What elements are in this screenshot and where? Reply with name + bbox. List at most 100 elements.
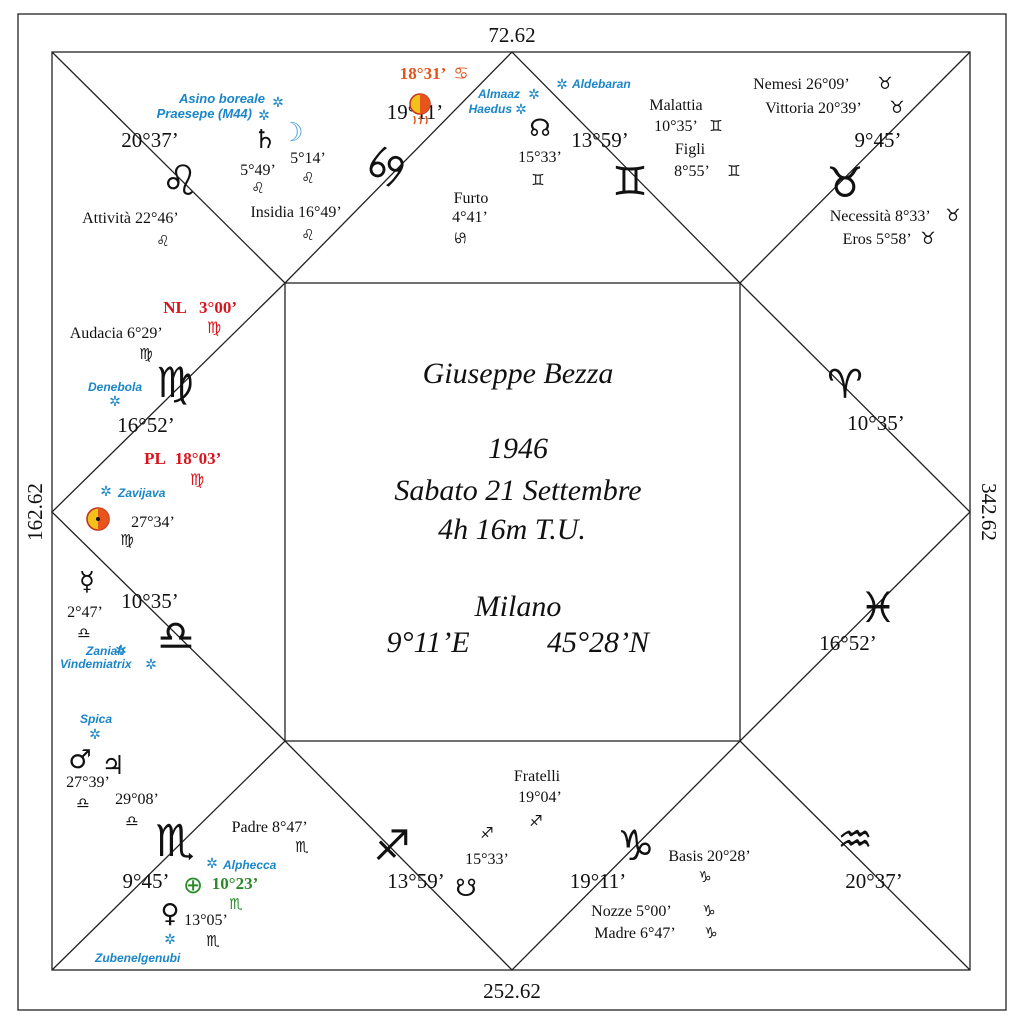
part-of-fortune-icon: ⊕ [183,871,203,899]
lot-basis-name: Basis [668,848,703,865]
virgo-icon: ♍ [156,358,194,407]
lot-madre-name: Madre [594,925,636,942]
lot-attivita-sign-icon: ♌ [156,232,169,250]
cusp-degree-5: 10°35’ [847,411,904,435]
cusp-degree-7: 20°37’ [845,869,902,893]
lot-figli-degree: 8°55’ [674,163,710,180]
lot-furto-name: Furto [454,190,489,207]
fixed-star-icon: ✲ [100,484,112,500]
star-aldebaran: Aldebaran [571,77,631,91]
edge-right-label: 342.62 [977,483,1001,541]
fixed-star-icon: ✲ [272,95,284,111]
house-sagittarius: Fratelli 19°04’ ♐ ♐ 15°33’ ☋ [455,768,562,902]
outer-frame [17,13,1007,1011]
lot-audacia-degree: 6°29’ [127,325,163,342]
aries-icon: ♈ [827,362,863,408]
sagittarius-icon: ♐ [373,821,411,870]
capricorn-icon: ♑ [617,821,655,870]
mars-sign-icon: ♎ [76,794,89,812]
lot-fratelli-name: Fratelli [514,768,561,785]
fortune-degree: 10°23’ [212,874,258,893]
fixed-star-icon: ✲ [145,657,157,673]
cusp-degree-10: 9°45’ [123,869,170,893]
saturn-degree: 5°49’ [240,162,276,179]
pisces-icon: ♓ [859,583,897,632]
lot-insidia-name: Insidia [250,204,294,221]
lot-padre-sign-icon: ♏ [295,838,309,856]
lot-nozze-degree: 5°00’ [636,903,672,920]
cusp-degree-12: 16°52’ [117,413,174,437]
center-square [284,282,741,742]
saturn-sign-icon: ♌ [251,179,264,197]
fixed-star-icon: ✲ [556,77,568,93]
prenatal-sign-icon: ♋ [453,64,468,84]
star-zavijava: Zavijava [117,486,166,500]
edge-bottom-label: 252.62 [483,979,541,1003]
mars-degree: 27°39’ [66,774,110,791]
lot-madre-degree: 6°47’ [640,925,676,942]
fixed-star-icon: ✲ [528,87,540,103]
lot-fratelli-sign-icon: ♐ [529,812,542,830]
south-node-sign-icon: ♐ [480,824,493,842]
house-cancer: 18°31’ ♋ Furto 4°41’ ♋ Almaaz ✲ Haedus ✲… [400,64,631,245]
cusp-degree-1: 20°37’ [121,128,178,152]
lot-nemesi-sign-icon: ♉ [877,74,892,94]
star-praesepe: Praesepe (M44) [157,106,252,121]
aquarius-icon: ♒ [837,817,873,863]
mercury-sign-icon: ♎ [77,624,90,642]
new-moon-label: NL [163,298,187,317]
sun-icon-shade [98,508,109,530]
jupiter-sign-icon: ♎ [125,812,138,830]
star-alphecca: Alphecca [222,858,277,872]
sun-icon-dot [96,517,100,521]
chart-square [51,51,971,971]
full-moon-label: PL [144,449,166,468]
fixed-star-icon: ✲ [109,394,121,410]
prenatal-degree: 18°31’ [400,64,446,83]
star-haedus: Haedus [469,102,513,116]
mercury-icon: ☿ [79,567,95,597]
venus-degree: 13°05’ [184,912,228,929]
moon-degree: 5°14’ [290,150,326,167]
lot-nemesi-degree: 26°09’ [806,76,850,93]
lot-fratelli-degree: 19°04’ [518,789,562,806]
lot-furto-degree: 4°41’ [452,209,488,226]
south-node-degree: 15°33’ [465,851,509,868]
lot-malattia-sign-icon: ♊ [709,117,722,135]
cusp-degree-9: 13°59’ [387,869,444,893]
fixed-star-icon: ✲ [89,727,101,743]
lot-insidia-sign-icon: ♌ [301,226,314,244]
taurus-icon: ♉ [826,158,864,207]
jupiter-degree: 29°08’ [115,791,159,808]
house-virgo: NL 3°00’ ♍ Audacia 6°29’ ♍ Denebola ✲ PL… [70,298,237,549]
cusp-degree-8: 19°11’ [570,869,627,893]
full-moon-degree: 18°03’ [175,449,221,468]
lot-basis-degree: 20°28’ [707,848,751,865]
lot-malattia-name: Malattia [649,97,702,114]
venus-sign-icon: ♏ [206,932,220,950]
lot-malattia-degree: 10°35’ [654,118,698,135]
sun-degree: 27°34’ [131,514,175,531]
cusp-degree-6: 16°52’ [819,631,876,655]
full-moon-sign-icon: ♍ [190,470,204,489]
saturn-icon: ♄ [253,125,276,155]
house-capricorn: Basis 20°28’ ♑ Nozze 5°00’ ♑ Madre 6°47’… [591,848,751,942]
star-zaniah: Zaniah [85,644,125,658]
north-node-degree: 15°33’ [518,149,562,166]
native-name: Giuseppe Bezza [423,357,614,390]
house-libra: ☿ 2°47’ ♎ Zaniah ✲ Vindemiatrix ✲ Spica … [60,567,159,830]
lot-vittoria-name: Vittoria [765,100,814,117]
house-gemini-taurus: Malattia 10°35’ ♊ Figli 8°55’ ♊ Nemesi 2… [649,74,960,249]
lot-figli-name: Figli [675,141,706,158]
new-moon-sign-icon: ♍ [207,318,221,337]
lot-padre-name: Padre [232,819,268,836]
south-node-icon: ☋ [455,874,476,902]
birth-latitude: 45°28’N [547,626,651,659]
solar-eclipse-shade [420,94,430,114]
new-moon-degree: 3°00’ [199,298,237,317]
eclipse-rays-icon [413,115,428,125]
fixed-star-icon: ✲ [164,932,176,948]
lot-nozze-sign-icon: ♑ [702,902,715,920]
moon-icon: ☽ [280,118,303,148]
fixed-star-icon: ✲ [115,643,127,659]
